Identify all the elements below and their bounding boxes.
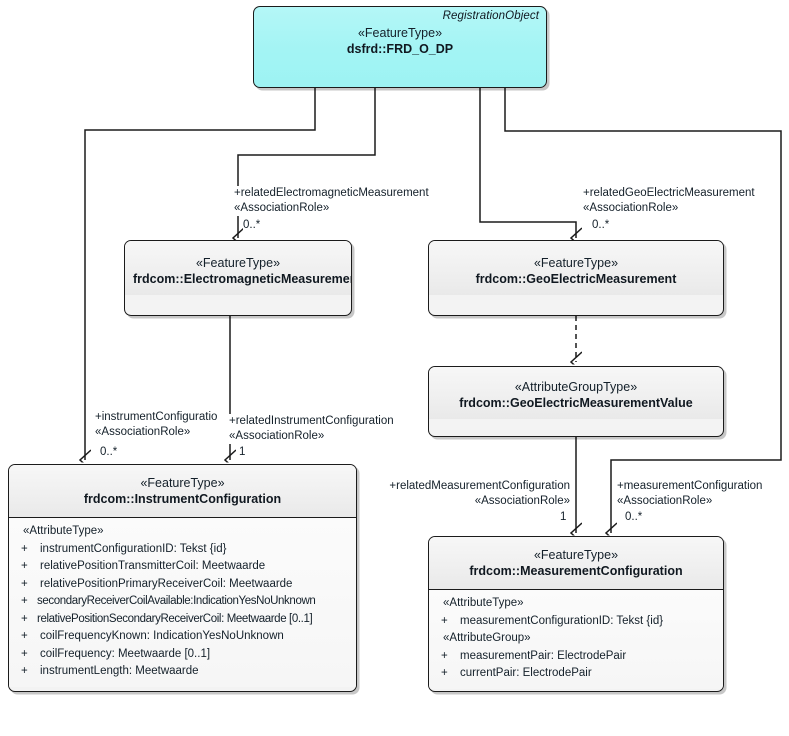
- association-role-name: +instrumentConfiguratio: [95, 411, 218, 423]
- visibility-marker: +: [21, 595, 28, 607]
- class-name: frdcom::GeoElectricMeasurement: [475, 272, 677, 286]
- attribute-row: + coilFrequencyKnown: IndicationYesNoUnk…: [9, 628, 356, 646]
- class-header: «AttributeGroupType» frdcom::GeoElectric…: [429, 367, 723, 419]
- association-stereotype: «AssociationRole»: [234, 202, 330, 214]
- edge-label-related-measurement-configuration: +relatedMeasurementConfiguration «Associ…: [370, 479, 570, 509]
- edge-label-related-electromagnetic-measurement: +relatedElectromagneticMeasurement «Asso…: [234, 186, 429, 216]
- class-name: frdcom::MeasurementConfiguration: [469, 564, 683, 578]
- class-header: «FeatureType» frdcom::GeoElectricMeasure…: [429, 241, 723, 295]
- visibility-marker: +: [441, 649, 448, 662]
- attribute-text: coilFrequency: Meetwaarde [0..1]: [40, 647, 211, 660]
- visibility-marker: +: [21, 630, 28, 642]
- edge-label-measurement-configuration: +measurementConfiguration «AssociationRo…: [617, 479, 763, 509]
- attribute-row: + relativePositionSecondaryReceiverCoil:…: [9, 611, 356, 629]
- visibility-marker: +: [21, 665, 28, 677]
- association-stereotype: «AssociationRole»: [583, 202, 679, 214]
- attribute-text: instrumentLength: Meetwaarde: [40, 665, 199, 677]
- attribute-text: measurementConfigurationID: Tekst {id}: [460, 614, 664, 627]
- attribute-row: + instrumentConfigurationID: Tekst {id}: [9, 541, 356, 559]
- visibility-marker: +: [441, 667, 448, 679]
- attribute-text: instrumentConfigurationID: Tekst {id}: [40, 542, 227, 555]
- attribute-row: + measurementPair: ElectrodePair: [429, 648, 723, 666]
- attribute-text: relativePositionSecondaryReceiverCoil: M…: [37, 612, 313, 625]
- class-box-measurement-configuration[interactable]: «FeatureType» frdcom::MeasurementConfigu…: [428, 536, 724, 692]
- edge-multiplicity-measurement-configuration: 0..*: [625, 511, 643, 524]
- attribute-text: relativePositionTransmitterCoil: Meetwaa…: [40, 560, 266, 572]
- class-box-instrument-configuration[interactable]: «FeatureType» frdcom::InstrumentConfigur…: [8, 464, 357, 692]
- class-stereotype: «FeatureType»: [140, 476, 225, 490]
- edge-multiplicity-related-geoelectric-measurement: 0..*: [592, 219, 610, 232]
- class-header: «FeatureType» frdcom::InstrumentConfigur…: [9, 465, 356, 517]
- association-role-name: +measurementConfiguration: [617, 480, 763, 492]
- class-stereotype: «FeatureType»: [195, 256, 281, 270]
- class-stereotype: «FeatureType»: [533, 548, 619, 562]
- attribute-compartment: «AttributeType» + instrumentConfiguratio…: [9, 517, 356, 687]
- edge-label-instrument-configuration: +instrumentConfiguratio «AssociationRole…: [95, 410, 229, 440]
- visibility-marker: +: [21, 560, 28, 572]
- attribute-row: + secondaryReceiverCoilAvailable:Indicat…: [9, 593, 356, 611]
- edge-label-related-geoelectric-measurement: +relatedGeoElectricMeasurement «Associat…: [583, 186, 755, 216]
- class-name: frdcom::GeoElectricMeasurementValue: [459, 396, 693, 410]
- class-header: «FeatureType» frdcom::MeasurementConfigu…: [429, 537, 723, 589]
- visibility-marker: +: [441, 614, 448, 627]
- attribute-text: relativePositionPrimaryReceiverCoil: Mee…: [40, 577, 293, 590]
- class-header: «FeatureType» frdcom::ElectromagneticMea…: [125, 241, 351, 295]
- association-stereotype: «AssociationRole»: [617, 495, 713, 507]
- class-stereotype: «FeatureType»: [357, 26, 443, 40]
- attribute-row: + coilFrequency: Meetwaarde [0..1]: [9, 646, 356, 664]
- attribute-group-label: «AttributeType»: [443, 597, 524, 609]
- edge-label-related-instrument-configuration: +relatedInstrumentConfiguration «Associa…: [229, 414, 394, 444]
- visibility-marker: +: [21, 612, 28, 625]
- attribute-text: coilFrequencyKnown: IndicationYesNoUnkno…: [40, 630, 284, 642]
- association-role-name: +relatedGeoElectricMeasurement: [583, 187, 755, 199]
- attribute-text: secondaryReceiverCoilAvailable:Indicatio…: [37, 595, 316, 607]
- edge-related-geoelectric-measurement: [479, 88, 576, 238]
- class-box-geoelectric-measurement-value[interactable]: «AttributeGroupType» frdcom::GeoElectric…: [428, 366, 724, 437]
- association-role-name: +relatedMeasurementConfiguration: [389, 480, 570, 492]
- class-name: frdcom::InstrumentConfiguration: [83, 492, 282, 506]
- attribute-row: + relativePositionPrimaryReceiverCoil: M…: [9, 576, 356, 594]
- attribute-row: + currentPair: ElectrodePair: [429, 665, 723, 683]
- attribute-text: currentPair: ElectrodePair: [460, 667, 592, 679]
- association-stereotype: «AssociationRole»: [229, 430, 325, 442]
- association-stereotype: «AssociationRole»: [95, 426, 191, 438]
- class-stereotype: «FeatureType»: [533, 256, 619, 270]
- edge-multiplicity-instrument-configuration: 0..*: [100, 446, 118, 459]
- edge-multiplicity-related-instrument-configuration: 1: [239, 446, 246, 459]
- attribute-group-label: «AttributeGroup»: [443, 632, 531, 644]
- class-name: frdcom::ElectromagneticMeasurement: [133, 272, 352, 286]
- class-header: RegistrationObject «FeatureType» dsfrd::…: [254, 7, 546, 68]
- association-role-name: +relatedElectromagneticMeasurement: [234, 187, 429, 199]
- visibility-marker: +: [21, 647, 28, 660]
- visibility-marker: +: [21, 542, 28, 555]
- registration-object-tag: RegistrationObject: [442, 10, 539, 22]
- attribute-compartment: «AttributeType» + measurementConfigurati…: [429, 589, 723, 689]
- attribute-row: + measurementConfigurationID: Tekst {id}: [429, 613, 723, 631]
- attribute-text: measurementPair: ElectrodePair: [460, 649, 627, 662]
- class-box-frd-o-dp[interactable]: RegistrationObject «FeatureType» dsfrd::…: [253, 6, 547, 88]
- attribute-row: + relativePositionTransmitterCoil: Meetw…: [9, 558, 356, 576]
- class-box-electromagnetic-measurement[interactable]: «FeatureType» frdcom::ElectromagneticMea…: [124, 240, 352, 316]
- attribute-row: + instrumentLength: Meetwaarde: [9, 663, 356, 681]
- class-box-geoelectric-measurement[interactable]: «FeatureType» frdcom::GeoElectricMeasure…: [428, 240, 724, 316]
- attribute-group-label: «AttributeType»: [23, 525, 104, 537]
- edge-multiplicity-related-measurement-configuration: 1: [560, 511, 567, 524]
- class-stereotype: «AttributeGroupType»: [514, 380, 638, 394]
- visibility-marker: +: [21, 577, 28, 590]
- class-name: dsfrd::FRD_O_DP: [346, 42, 454, 56]
- edge-multiplicity-related-electromagnetic-measurement: 0..*: [243, 219, 261, 232]
- association-stereotype: «AssociationRole»: [474, 495, 570, 507]
- association-role-name: +relatedInstrumentConfiguration: [229, 415, 394, 427]
